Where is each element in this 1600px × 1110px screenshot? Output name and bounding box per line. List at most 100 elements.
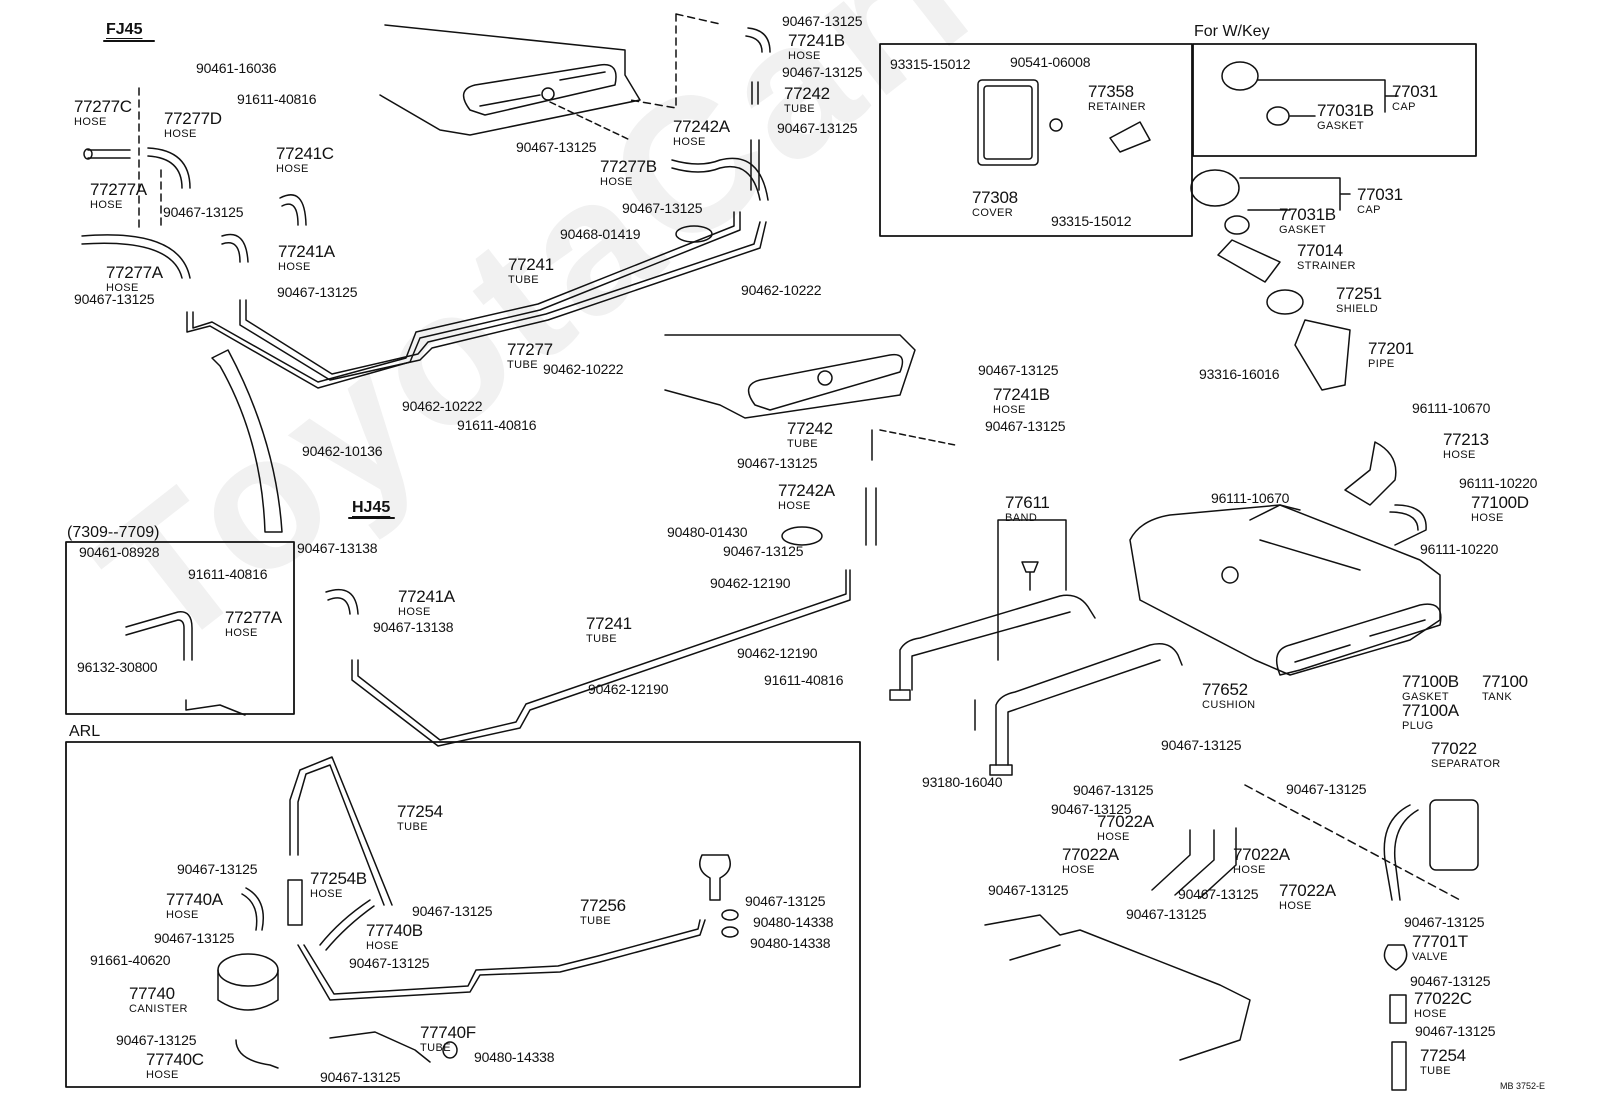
section-hj45: HJ45 [352,499,391,516]
clip-90541 [1049,118,1063,132]
part-number-callout: 90467-13138 [297,540,378,556]
valve-arl-drawing [699,854,731,901]
part-number-callout: 90480-01430 [667,524,748,540]
hoses-77022a-center [1151,827,1237,899]
dashed-guide-upper [629,13,721,109]
section-arl: ARL [69,723,101,740]
part-number-callout: 90467-13125 [782,64,863,80]
part-number-callout: 90467-13125 [1073,782,1154,798]
part-number-callout: 90467-13125 [1051,801,1132,817]
hose-77254b-drawing [287,879,303,926]
part-number-callout: 90541-06008 [1010,54,1091,70]
tube-77277-upper [239,221,767,381]
hose-77740c-drawing [235,1039,279,1069]
tube-77256-drawing [297,919,706,1001]
part-number-callout: 90467-13125 [777,120,858,136]
fuel-tank-drawing [1129,504,1442,676]
separator-drawing [1429,799,1479,871]
hose-77241c-drawing [279,194,307,226]
part-number-callout: 90467-13125 [1286,781,1367,797]
pipe-77201-drawing [1294,319,1351,391]
part-number-callout: 90467-13125 [177,861,258,877]
part-number-callout: 90467-13125 [985,418,1066,434]
part-number-callout: 91611-40816 [457,417,537,433]
part-number-callout: 90467-13125 [745,893,826,909]
grommet-90468-01419 [675,225,713,243]
hose-77277b-drawing [671,157,769,201]
part-number-callout: 90467-13125 [782,13,863,29]
part-number-callout: 90462-10222 [543,361,624,377]
hose-77100d-drawing [1389,504,1427,546]
part-number-callout: 90467-13125 [349,955,430,971]
tube-77740f-drawing [329,1031,431,1063]
tank-upper-drawing [379,24,641,136]
part-number-callout: 90467-13125 [737,455,818,471]
part-number-callout: 96111-10220 [1420,541,1499,557]
part-number-callout: 90467-13125 [516,139,597,155]
tube-77254-right [1391,1041,1407,1091]
part-number-callout: 90467-13125 [1415,1023,1496,1039]
hose-77277a-drawing [81,234,191,279]
tank-middle-drawing [664,334,916,419]
hose-77740a-drawing [241,887,264,931]
part-number-callout: 90467-13125 [1404,914,1485,930]
part-number-callout: 96132-30800 [77,659,158,675]
tube-77241-upper [186,211,741,389]
part-number-callout: 90467-13125 [163,204,244,220]
hose-77022c-drawing [1389,994,1407,1024]
section-for-w-key: For W/Key [1194,23,1270,40]
hose-77241a-drawing [221,233,249,263]
cap-key-drawing [1221,61,1259,91]
part-number-callout: 91611-40816 [237,91,317,107]
valve-77701t-drawing [1383,944,1408,971]
part-number-callout: 93316-16016 [1199,366,1280,382]
part-number-callout: 90462-10136 [302,443,383,459]
dashed-guide-fj45 [138,87,162,231]
tube-77242-upper [751,81,759,105]
w-key-box [1192,43,1477,157]
hose-77022a-right [1383,804,1419,901]
part-number-callout: 91611-40816 [188,566,268,582]
part-number-callout: 90461-16036 [196,60,277,76]
part-number-callout: 90467-13125 [1161,737,1242,753]
section-inset-7309-7709: (7309--7709) [67,524,160,541]
part-number-callout: 93315-15012 [890,56,971,72]
part-number-callout: 90467-13125 [978,362,1059,378]
hose-77740b-drawing [319,899,375,951]
canister-drawing [217,953,279,987]
cover-box [879,43,1193,237]
hose-77241a-hj45 [325,588,359,615]
tank-lower-drawing [984,914,1251,1061]
arl-box [65,741,861,1088]
part-number-callout: 91611-40816 [764,672,844,688]
cap-77031-drawing [1190,169,1240,207]
part-number-callout: 90480-14338 [474,1049,555,1065]
part-number-callout: 90462-10222 [402,398,483,414]
